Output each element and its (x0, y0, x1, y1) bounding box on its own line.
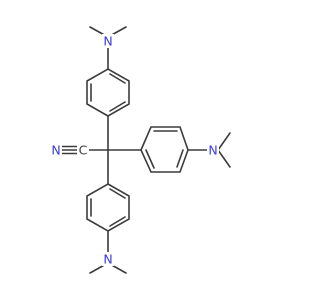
central-bonds (88, 115, 142, 185)
bottom-benzene-ring (86, 183, 130, 232)
atom-label-top-amine-n: N (103, 34, 112, 49)
atom-label-right-amine-n: N (208, 143, 217, 158)
top-benzene-ring (86, 68, 130, 117)
molecule-structure: C N N N N (50, 26, 231, 274)
atom-label-bottom-amine-n: N (103, 252, 112, 267)
nitrile-triple-bond (61, 145, 78, 155)
right-dimethylamino (187, 132, 231, 168)
atom-label-nitrile-n: N (51, 143, 60, 158)
right-benzene-ring (140, 126, 189, 173)
atom-label-nitrile-c: C (79, 143, 88, 158)
atom-labels: C N N N N (50, 34, 219, 267)
